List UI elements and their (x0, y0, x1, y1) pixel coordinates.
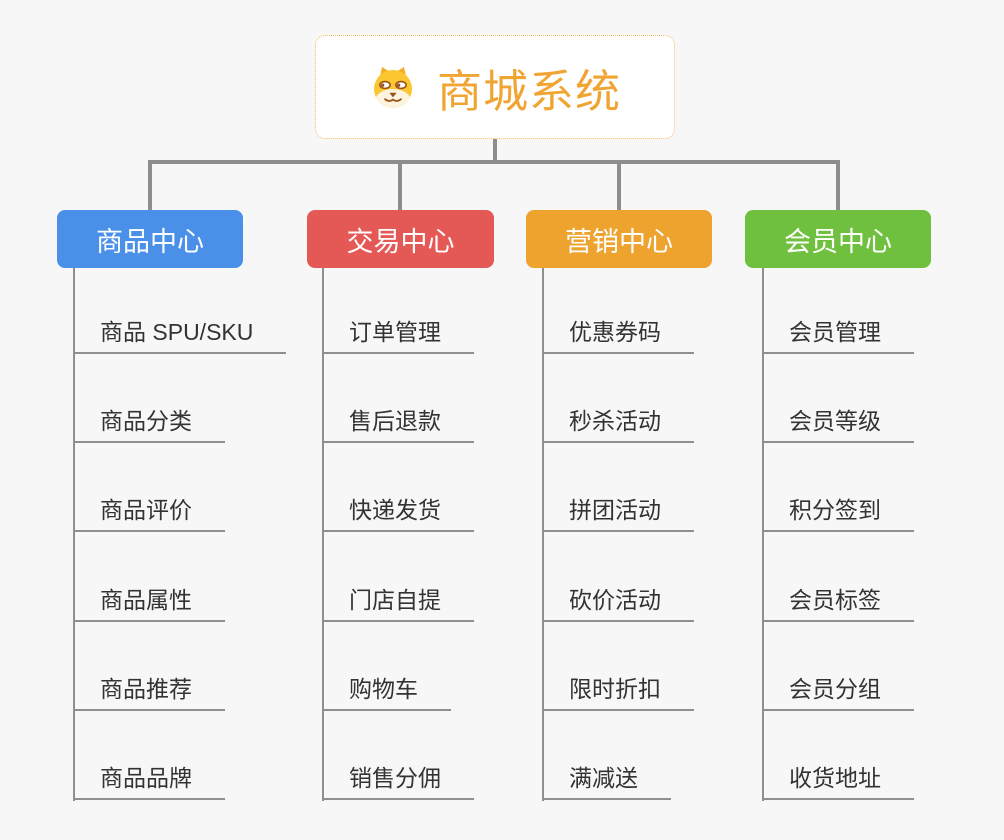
node-product-attribute[interactable]: 商品属性 (73, 532, 225, 622)
branch-trunk-trade (322, 268, 324, 801)
node-product-brand[interactable]: 商品品牌 (73, 711, 225, 800)
node-shipping-address[interactable]: 收货地址 (762, 711, 914, 800)
node-store-pickup[interactable]: 门店自提 (322, 532, 474, 622)
node-product-category[interactable]: 商品分类 (73, 354, 225, 444)
node-points-checkin[interactable]: 积分签到 (762, 443, 914, 533)
branch-header-marketing-center[interactable]: 营销中心 (526, 210, 712, 268)
branch-trunk-product (73, 268, 75, 801)
node-member-management[interactable]: 会员管理 (762, 268, 914, 354)
branch-items-product: 商品 SPU/SKU 商品分类 商品评价 商品属性 商品推荐 商品品牌 (73, 268, 287, 800)
branch-trunk-marketing (542, 268, 544, 801)
node-coupon-code[interactable]: 优惠券码 (542, 268, 694, 354)
root-node-mall-system[interactable]: 商城系统 (315, 35, 675, 139)
node-group-buy[interactable]: 拼团活动 (542, 443, 694, 533)
node-bargain-activity[interactable]: 砍价活动 (542, 532, 694, 622)
node-product-recommend[interactable]: 商品推荐 (73, 622, 225, 711)
connector-drop-marketing (617, 160, 621, 210)
node-member-tags[interactable]: 会员标签 (762, 532, 914, 622)
connector-drop-trade (398, 160, 402, 210)
node-spend-save[interactable]: 满减送 (542, 711, 671, 800)
node-express-shipping[interactable]: 快递发货 (322, 443, 474, 533)
node-product-spu-sku[interactable]: 商品 SPU/SKU (73, 268, 287, 354)
branch-trunk-member (762, 268, 764, 801)
branch-items-trade: 订单管理 售后退款 快递发货 门店自提 购物车 销售分佣 (322, 268, 474, 800)
node-aftersale-refund[interactable]: 售后退款 (322, 354, 474, 444)
branch-header-product-center[interactable]: 商品中心 (57, 210, 243, 268)
node-sales-commission[interactable]: 销售分佣 (322, 711, 474, 800)
branch-header-trade-center[interactable]: 交易中心 (307, 210, 494, 268)
connector-root-stem (493, 139, 497, 162)
connector-drop-members (836, 160, 840, 210)
connector-drop-products (148, 160, 152, 210)
node-order-management[interactable]: 订单管理 (322, 268, 474, 354)
node-flash-sale[interactable]: 秒杀活动 (542, 354, 694, 444)
root-title: 商城系统 (436, 65, 621, 117)
node-limited-time-discount[interactable]: 限时折扣 (542, 622, 694, 711)
connector-horizontal-bar (148, 160, 840, 164)
node-product-review[interactable]: 商品评价 (73, 443, 225, 533)
node-shopping-cart[interactable]: 购物车 (322, 622, 451, 711)
node-member-groups[interactable]: 会员分组 (762, 622, 914, 711)
doge-icon (369, 64, 417, 110)
branch-items-member: 会员管理 会员等级 积分签到 会员标签 会员分组 收货地址 (762, 268, 914, 800)
node-member-level[interactable]: 会员等级 (762, 354, 914, 444)
branch-header-member-center[interactable]: 会员中心 (745, 210, 931, 268)
branch-items-marketing: 优惠券码 秒杀活动 拼团活动 砍价活动 限时折扣 满减送 (542, 268, 694, 800)
